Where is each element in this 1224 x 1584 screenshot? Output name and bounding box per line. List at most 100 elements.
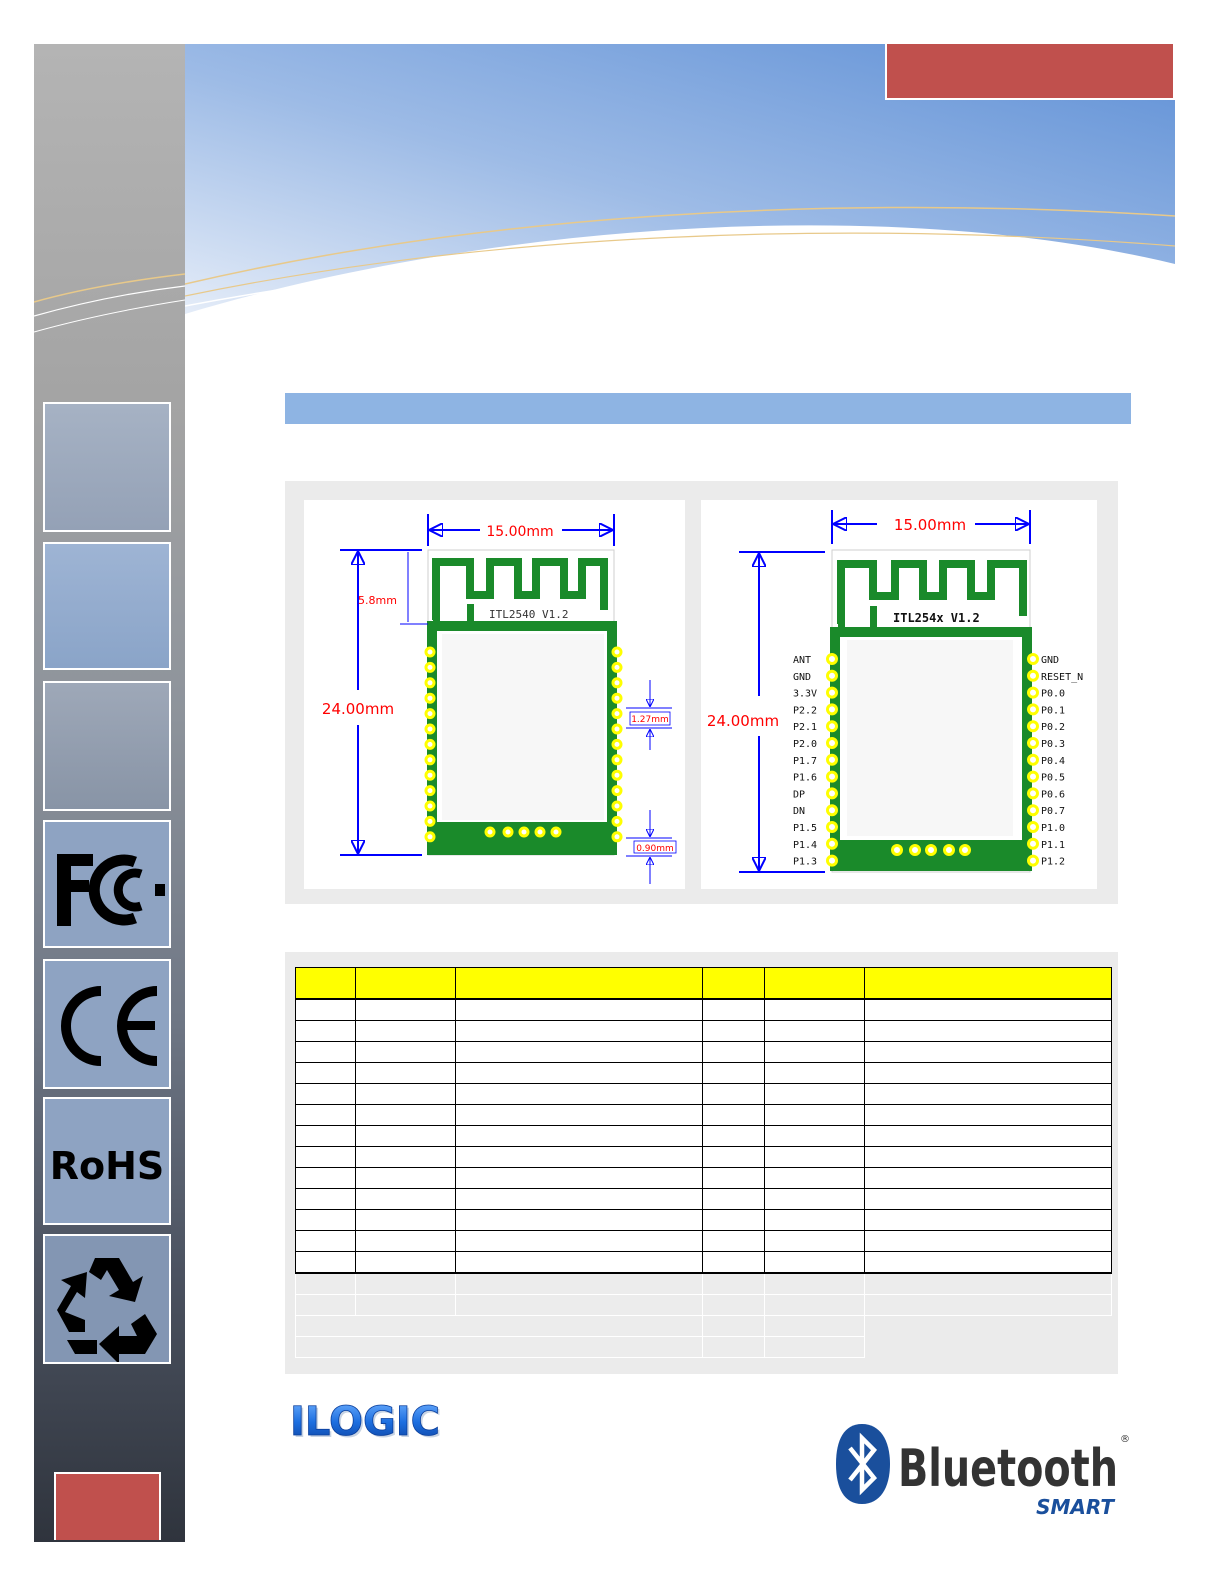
pin-label: P0.2 xyxy=(1041,722,1065,733)
table-cell xyxy=(702,1146,765,1168)
table-cell xyxy=(355,1167,456,1189)
solder-pad xyxy=(518,826,530,838)
table-cell xyxy=(764,1146,865,1168)
table-cell xyxy=(764,1294,865,1316)
pin-label: GND xyxy=(1041,655,1059,666)
ilogic-logo-text: ILOGIC xyxy=(290,1399,440,1444)
solder-pad xyxy=(826,703,838,716)
table-cell xyxy=(864,1020,1112,1042)
table-cell xyxy=(455,1125,703,1147)
header-accent-block xyxy=(885,42,1175,100)
table-cell xyxy=(864,1230,1112,1252)
pin-label: P1.6 xyxy=(793,773,817,784)
table-cell xyxy=(295,1294,356,1316)
table-cell xyxy=(702,1020,765,1042)
pin-label: P1.4 xyxy=(793,840,817,851)
section-heading-bar xyxy=(285,393,1131,424)
bluetooth-wordmark: Bluetooth xyxy=(898,1439,1118,1499)
table-cell xyxy=(455,1209,703,1231)
table-cell xyxy=(355,1146,456,1168)
solder-pad xyxy=(909,844,921,856)
table-header-row xyxy=(295,967,1112,1000)
solder-pad xyxy=(424,708,436,720)
table-cell xyxy=(764,1336,865,1358)
table-cell xyxy=(355,1104,456,1126)
solder-pad xyxy=(611,692,623,704)
table-row xyxy=(295,1251,1112,1274)
solder-pad xyxy=(826,753,838,766)
table-cell xyxy=(355,1209,456,1231)
sidebar-swoosh xyxy=(34,273,185,333)
solder-pad xyxy=(826,787,838,800)
table-cell xyxy=(455,1083,703,1105)
table-cell xyxy=(295,1062,356,1084)
pin-label: DP xyxy=(793,789,805,800)
table-cell xyxy=(295,1188,356,1210)
bluetooth-smart-logo: Bluetooth ® SMART xyxy=(836,1424,1130,1519)
solder-pad xyxy=(826,854,838,867)
table-row xyxy=(295,1125,1112,1147)
width-label: 15.00mm xyxy=(894,516,966,534)
table-row xyxy=(295,1146,1112,1168)
table-cell xyxy=(764,1230,865,1252)
pin-label: P0.1 xyxy=(1041,705,1065,716)
solder-pad xyxy=(424,661,436,673)
table-cell xyxy=(864,1125,1112,1147)
solder-pad xyxy=(826,804,838,817)
pin-label: 3.3V xyxy=(793,689,817,700)
table-cell xyxy=(764,1020,865,1042)
table-cell xyxy=(295,1336,703,1358)
pin-label: P0.6 xyxy=(1041,789,1065,800)
table-row xyxy=(295,1230,1112,1252)
table-cell xyxy=(702,1315,765,1337)
pin-label: P1.1 xyxy=(1041,840,1065,851)
table-cell xyxy=(455,1294,703,1316)
table-cell xyxy=(295,1041,356,1063)
solder-pad xyxy=(611,815,623,827)
table-cell xyxy=(864,1041,1112,1063)
table-cell xyxy=(455,1230,703,1252)
solder-pad xyxy=(611,831,623,843)
table-cell xyxy=(864,1251,1112,1274)
table-cell xyxy=(764,1083,865,1105)
solder-pad xyxy=(424,692,436,704)
ce-logo-icon xyxy=(61,986,158,1066)
table-cell xyxy=(355,1188,456,1210)
table-cell xyxy=(864,1062,1112,1084)
solder-pad xyxy=(891,844,903,856)
table-cell xyxy=(295,1104,356,1126)
solder-pad xyxy=(1027,703,1039,716)
svg-text:RoHS: RoHS xyxy=(50,1144,165,1188)
pin-label: P1.3 xyxy=(793,857,817,868)
solder-pad xyxy=(1027,686,1039,699)
pin-label: DN xyxy=(793,806,805,817)
solder-pad xyxy=(1027,737,1039,749)
solder-pad xyxy=(1027,787,1039,800)
pin-label: ANT xyxy=(793,655,811,666)
pin-label: P1.0 xyxy=(1041,823,1065,834)
table-cell xyxy=(455,1251,703,1274)
height-label: 24.00mm xyxy=(322,700,394,718)
table-cell xyxy=(355,1062,456,1084)
rohs-logo-icon: RoHS xyxy=(50,1144,165,1188)
solder-pad xyxy=(424,646,436,658)
table-cell xyxy=(702,1294,765,1316)
table-cell xyxy=(295,1251,356,1274)
table-cell xyxy=(455,1020,703,1042)
solder-pad xyxy=(1027,669,1039,682)
pin-label: P2.0 xyxy=(793,739,817,750)
table-row xyxy=(295,1062,1112,1084)
solder-pad xyxy=(484,826,496,838)
table-header-cell xyxy=(455,967,703,1000)
table-cell xyxy=(702,1230,765,1252)
pin-label: P1.5 xyxy=(793,823,817,834)
table-cell xyxy=(455,998,703,1021)
table-cell xyxy=(295,1146,356,1168)
solder-pad xyxy=(611,723,623,735)
table-cell xyxy=(702,1125,765,1147)
table-cell xyxy=(702,1062,765,1084)
solder-pad xyxy=(611,708,623,720)
table-cell xyxy=(455,1062,703,1084)
pin-table xyxy=(295,967,1112,1358)
table-cell xyxy=(864,1272,1112,1295)
